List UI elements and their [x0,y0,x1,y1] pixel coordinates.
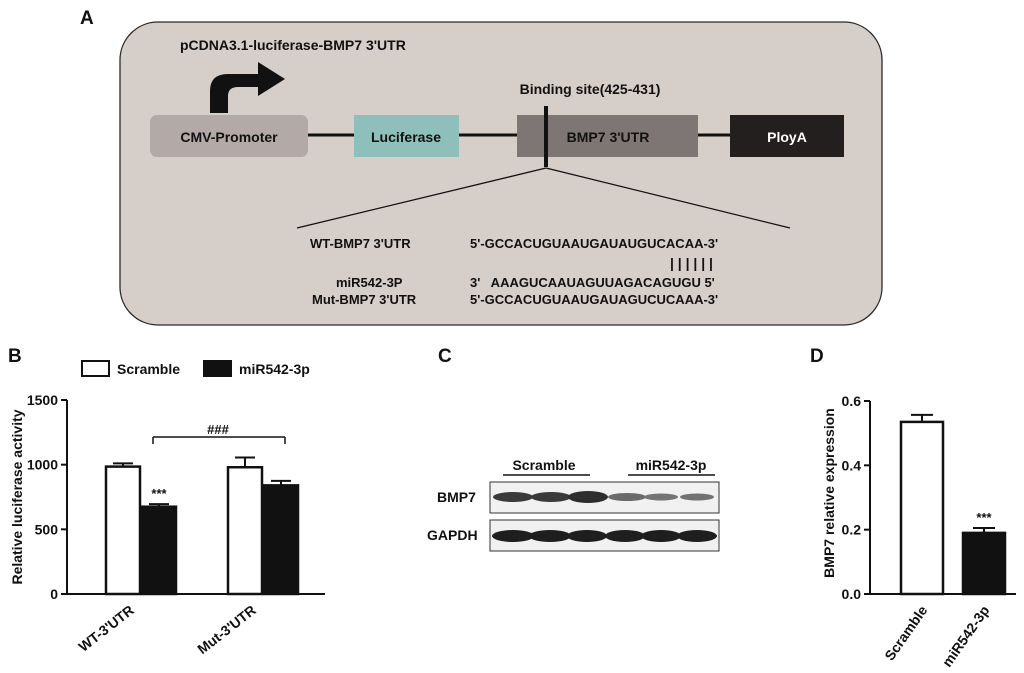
blot-band [677,530,717,542]
blot-row-label-bmp7: BMP7 [437,489,476,505]
bar-mir542 [262,484,300,596]
blot-band [529,530,571,542]
x-tick-label: WT-3'UTR [75,602,137,655]
bar-scramble [226,466,264,596]
mut-utr-sequence: 5'-GCCACUGUAAUGAUAGUCUCAAA-3' [470,292,718,307]
y-tick-label: 0.6 [842,393,862,409]
blot-group-label-mir542: miR542-3p [636,457,707,473]
panel-b-letter: B [8,346,22,367]
legend-swatch-mir542 [203,360,232,377]
legend-label-scramble: Scramble [117,361,180,377]
panel-b: B Scramble miR542-3p Relative luciferase… [8,346,325,657]
bar-mir542 [961,531,1007,596]
polya-box [730,115,844,157]
zoom-line-right [545,167,791,229]
cmv-promoter-label: CMV-Promoter [180,129,278,145]
blot-band [605,530,645,542]
zoom-line-left [296,167,547,229]
blot-band [641,530,681,542]
polya-label: PloyA [767,129,807,145]
blot-group-label-scramble: Scramble [512,457,575,473]
blot-band [608,493,646,501]
blot-band [492,530,534,542]
blot-band [680,493,714,501]
legend-label-mir542: miR542-3p [239,361,310,377]
blot-band [493,492,533,502]
y-tick-label: 0 [50,586,58,602]
y-tick-label: 0.0 [842,586,862,602]
blot-band [644,493,678,501]
panel-d: D BMP7 relative expression 0.0 0.2 0.4 0.6S… [810,346,1016,670]
wt-utr-sequence: 5'-GCCACUGUAAUGAUAUGUCACAA-3' [470,236,718,251]
cmv-promoter-box [150,115,308,157]
bmp7-utr-label: BMP7 3'UTR [567,129,650,145]
bar-mir542 [140,505,178,596]
blot-row-label-gapdh: GAPDH [427,527,478,543]
vector-name: pCDNA3.1-luciferase-BMP7 3'UTR [180,37,406,53]
binding-site-label: Binding site(425-431) [520,81,661,97]
legend-swatch-scramble [81,360,110,377]
y-tick-label: 500 [35,521,59,537]
base-pairing-marks: | | | | | | [670,255,713,271]
mir542-label: miR542-3P [336,275,403,290]
x-tick-label: Scramble [881,602,930,663]
luciferase-label: Luciferase [371,129,441,145]
y-tick-label: 0.4 [842,457,862,473]
y-tick-label: 1500 [27,392,58,408]
bar-scramble [899,420,945,596]
mut-utr-label: Mut-BMP7 3'UTR [312,292,417,307]
significance-stars: *** [151,486,167,501]
mir542-sequence: 3' AAAGUCAAUAGUUAGACAGUGU 5' [470,275,715,290]
bar-scramble [104,465,142,596]
blot-band [568,491,608,503]
x-tick-label: miR542-3p [939,603,993,670]
y-tick-label: 0.2 [842,522,862,538]
promoter-arrow-icon [210,62,285,113]
significance-label: ### [207,422,229,437]
wt-utr-label: WT-BMP7 3'UTR [310,236,411,251]
blot-band [531,492,571,502]
d-y-axis-label: BMP7 relative expression [821,408,837,578]
x-tick-label: Mut-3'UTR [194,602,259,657]
b-y-axis-label: Relative luciferase activity [9,409,25,584]
panel-c: C Scramble miR542-3p BMP7 GAPDH [427,346,720,552]
panel-a: A pCDNA3.1-luciferase-BMP7 3'UTR Binding… [80,8,883,326]
y-tick-label: 1000 [27,457,58,473]
blot-band [567,530,607,542]
significance-stars: *** [976,510,992,525]
panel-a-letter: A [80,8,94,29]
luciferase-box [354,115,459,157]
construct-panel-background [119,21,883,326]
panel-c-letter: C [438,346,452,367]
panel-d-letter: D [810,346,824,367]
